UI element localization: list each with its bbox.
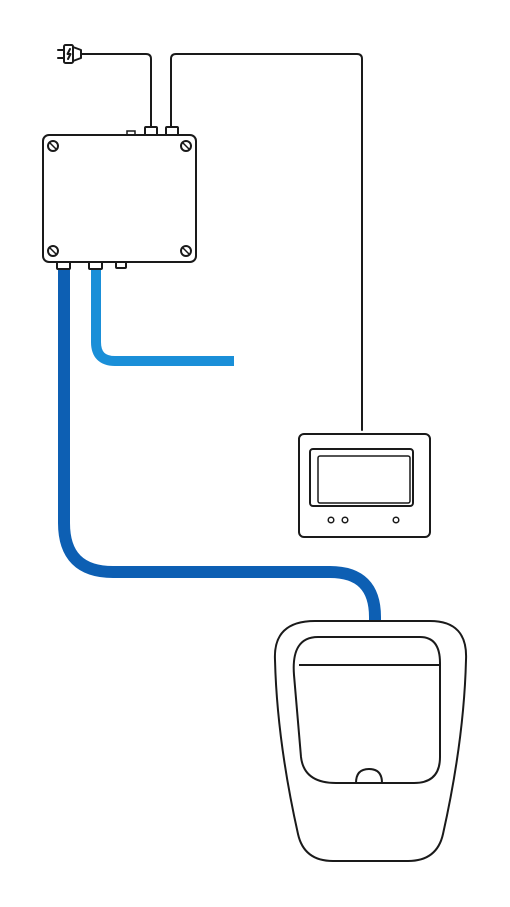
urinal-drain bbox=[355, 768, 383, 784]
water-fitting bbox=[115, 261, 127, 269]
control-panel bbox=[298, 433, 431, 538]
water-fitting bbox=[88, 261, 103, 270]
power-plug-icon bbox=[57, 44, 89, 64]
control-box bbox=[42, 126, 197, 270]
panel-cable bbox=[170, 53, 363, 431]
power-cable bbox=[87, 53, 152, 129]
urinal bbox=[273, 620, 468, 862]
urinal-water-pipe bbox=[58, 268, 381, 623]
panel-button bbox=[392, 516, 400, 524]
panel-button bbox=[341, 516, 349, 524]
water-fitting bbox=[56, 261, 71, 270]
panel-screen-inner bbox=[317, 455, 411, 504]
water-supply-pipe bbox=[91, 268, 234, 366]
urinal-bowl bbox=[292, 636, 441, 784]
panel-button bbox=[327, 516, 335, 524]
